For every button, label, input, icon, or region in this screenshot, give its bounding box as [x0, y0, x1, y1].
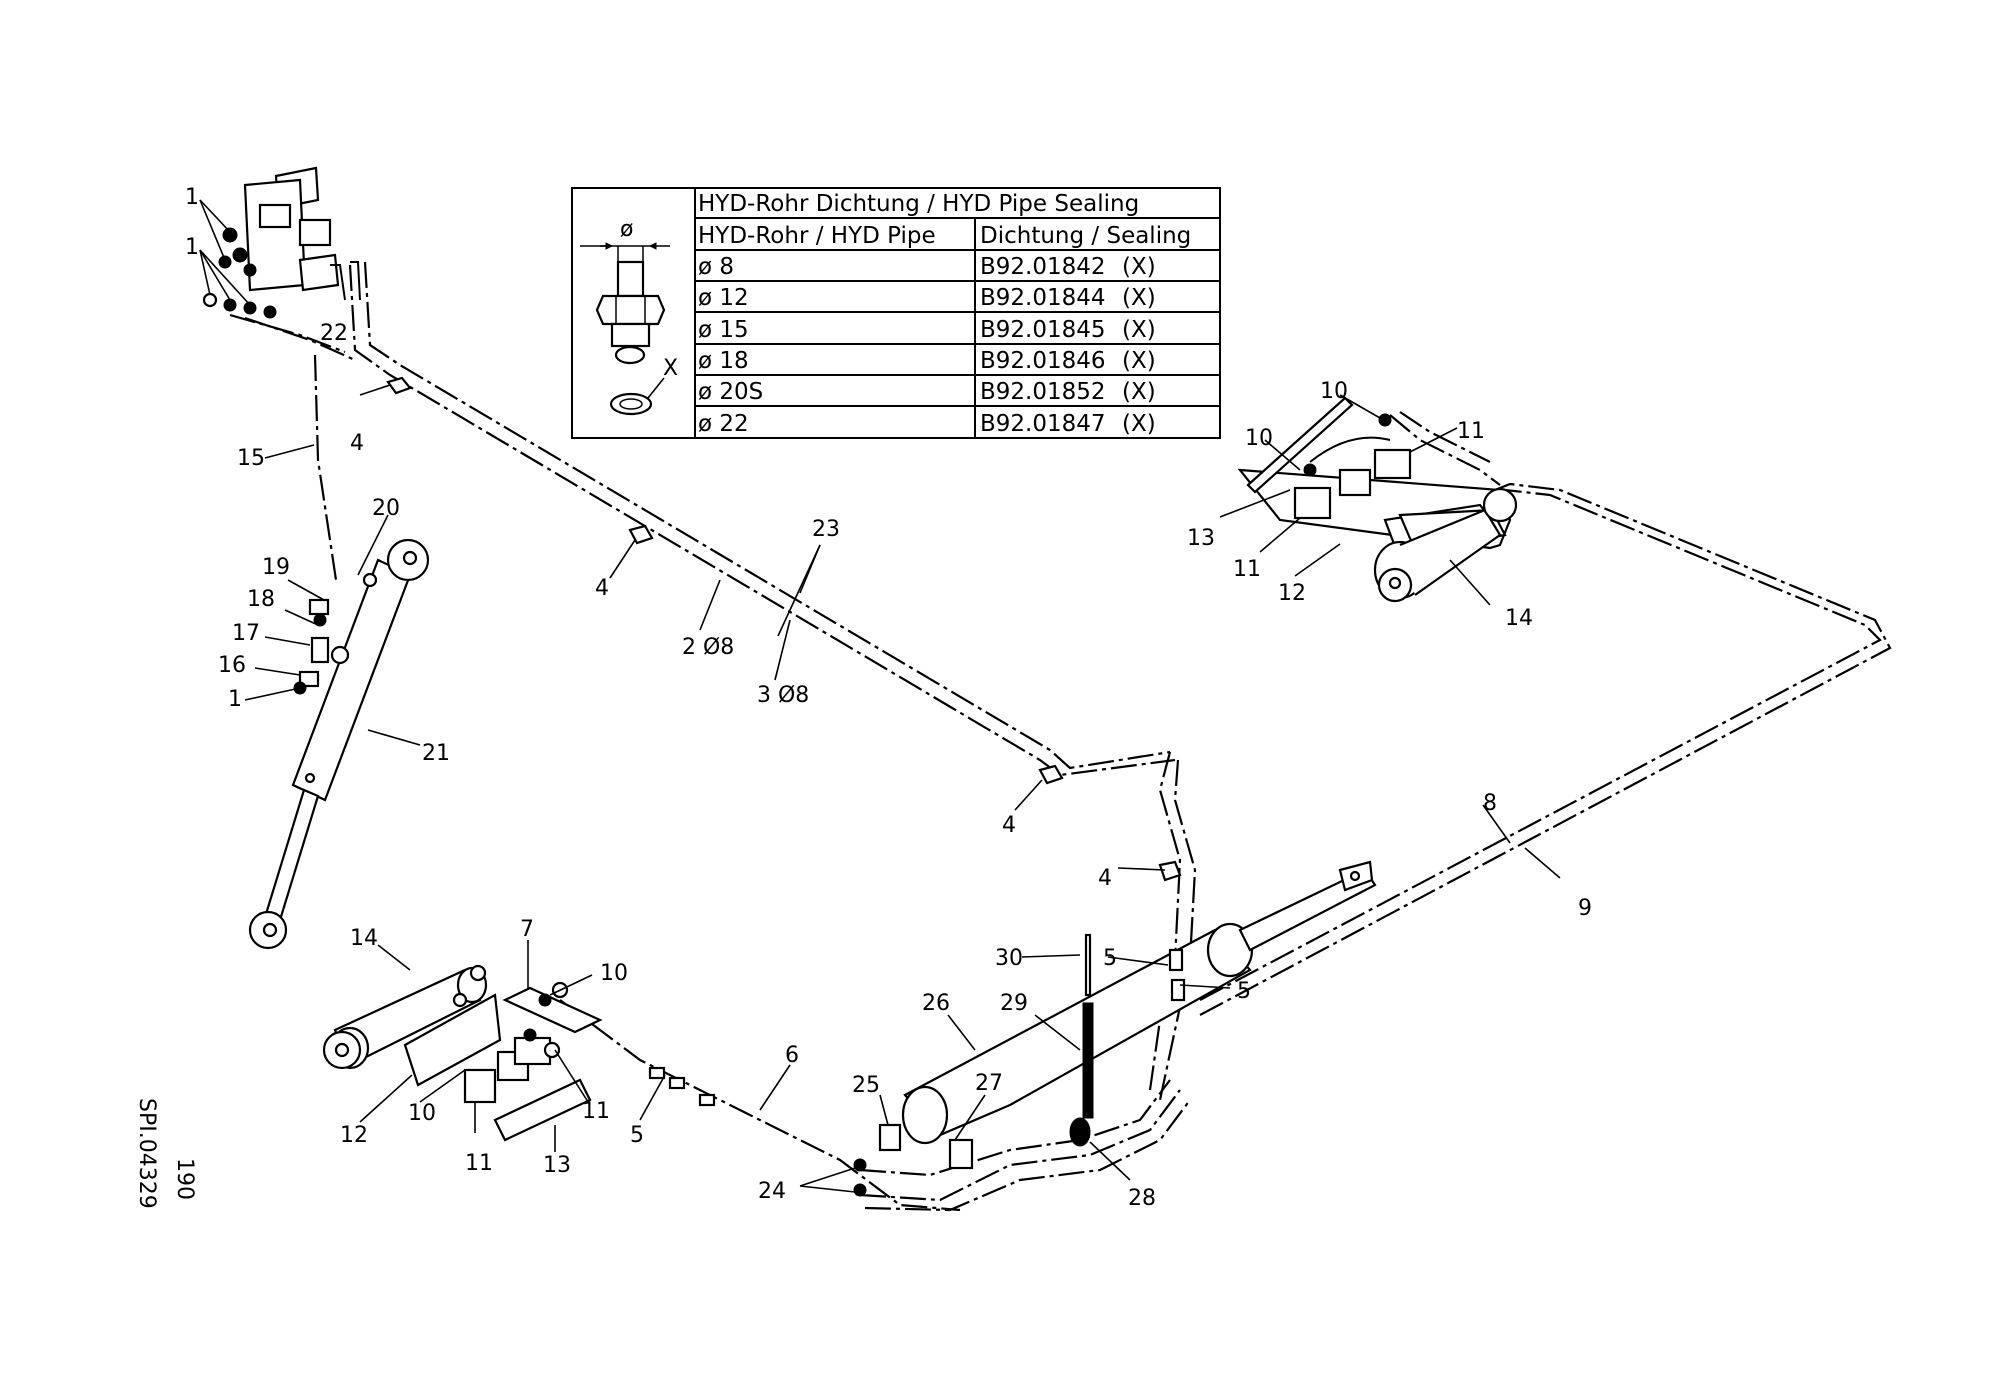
callout-4: 4 [350, 431, 364, 456]
callout-9: 9 [1578, 896, 1592, 921]
callout-12: 12 [340, 1123, 368, 1148]
table-row-seal: B92.01845 [980, 317, 1106, 343]
table-row-flag: (X) [1122, 348, 1156, 374]
table-row-flag: (X) [1122, 254, 1156, 280]
callout-10: 10 [1320, 379, 1348, 404]
callout-27: 27 [975, 1071, 1003, 1096]
callout-7: 7 [520, 917, 534, 942]
valve-block [202, 166, 361, 319]
callout-3: 3 Ø8 [757, 683, 809, 708]
callout-26: 26 [922, 991, 950, 1016]
callout-30: 30 [995, 946, 1023, 971]
callout-10: 10 [600, 961, 628, 986]
pipe-clamps [386, 376, 1182, 882]
callout-leaders [199, 199, 1561, 1193]
callout-22: 22 [320, 321, 348, 346]
callout-5: 5 [1237, 979, 1251, 1004]
seal-marker: X [663, 356, 678, 381]
callout-21: 21 [422, 741, 450, 766]
table-title: HYD-Rohr Dichtung / HYD Pipe Sealing [698, 191, 1139, 217]
table-row-pipe: ø 20S [698, 379, 763, 405]
callout-6: 6 [785, 1043, 799, 1068]
callout-10: 10 [1245, 426, 1273, 451]
callout-14: 14 [1505, 606, 1533, 631]
callout-29: 29 [1000, 991, 1028, 1016]
callout-5: 5 [1103, 946, 1117, 971]
callout-labels: 1 1 22 4 15 20 19 18 17 16 1 21 4 23 2 Ø… [185, 185, 1592, 1211]
table-row-seal: B92.01852 [980, 379, 1106, 405]
callout-25: 25 [852, 1073, 880, 1098]
sealing-table: HYD-Rohr Dichtung / HYD Pipe Sealing HYD… [571, 187, 1221, 439]
callout-11: 11 [465, 1151, 493, 1176]
table-row-seal: B92.01842 [980, 254, 1106, 280]
cylinder-26 [648, 860, 1377, 1197]
table-row-flag: (X) [1122, 317, 1156, 343]
callout-4: 4 [1002, 813, 1016, 838]
callout-4: 4 [1098, 866, 1112, 891]
callout-14: 14 [350, 926, 378, 951]
callout-18: 18 [247, 587, 275, 612]
table-row-flag: (X) [1122, 285, 1156, 311]
callout-15: 15 [237, 446, 265, 471]
drawing-id-block: SPI.04329 190 [134, 1098, 197, 1209]
cylinder-21 [248, 538, 430, 950]
callout-24: 24 [758, 1179, 786, 1204]
callout-4: 4 [595, 576, 609, 601]
callout-1: 1 [185, 235, 199, 260]
callout-20: 20 [372, 496, 400, 521]
table-row-pipe: ø 22 [698, 411, 749, 437]
cylinder-14-left [322, 964, 603, 1142]
callout-11: 11 [582, 1099, 610, 1124]
cylinder-14-right [1237, 396, 1518, 603]
table-header-seal: Dichtung / Sealing [980, 223, 1191, 249]
callout-12: 12 [1278, 581, 1306, 606]
table-row-flag: (X) [1122, 411, 1156, 437]
callout-1: 1 [185, 185, 199, 210]
callout-23: 23 [812, 517, 840, 542]
table-row-pipe: ø 18 [698, 348, 749, 374]
page-number: 190 [172, 1158, 197, 1200]
table-row-seal: B92.01844 [980, 285, 1106, 311]
drawing-id: SPI.04329 [134, 1098, 159, 1209]
table-row-pipe: ø 12 [698, 285, 749, 311]
callout-17: 17 [232, 621, 260, 646]
table-row-pipe: ø 15 [698, 317, 749, 343]
pipe-runs [229, 261, 1892, 1212]
table-row-seal: B92.01847 [980, 411, 1106, 437]
callout-8: 8 [1483, 791, 1497, 816]
callout-11: 11 [1457, 419, 1485, 444]
table-row-pipe: ø 8 [698, 254, 734, 280]
callout-1: 1 [228, 687, 242, 712]
table-row-seal: B92.01846 [980, 348, 1106, 374]
pipe-fitting-sketch: ø X [580, 217, 678, 416]
callout-19: 19 [262, 555, 290, 580]
callout-13: 13 [543, 1153, 571, 1178]
table-header-pipe: HYD-Rohr / HYD Pipe [698, 223, 936, 249]
callout-10: 10 [408, 1101, 436, 1126]
callout-28: 28 [1128, 1186, 1156, 1211]
callout-5: 5 [630, 1123, 644, 1148]
callout-11: 11 [1233, 557, 1261, 582]
callout-16: 16 [218, 653, 246, 678]
callout-13: 13 [1187, 526, 1215, 551]
diameter-symbol: ø [620, 217, 633, 242]
table-row-flag: (X) [1122, 379, 1156, 405]
callout-2: 2 Ø8 [682, 635, 734, 660]
